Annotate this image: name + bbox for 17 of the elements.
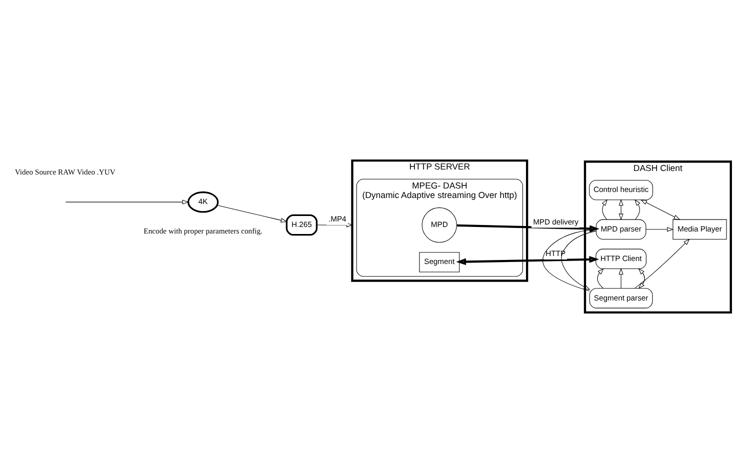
label: Encode with proper parameters config. [144, 226, 262, 236]
arrow [634, 199, 640, 220]
arrow [646, 227, 674, 232]
arrow [456, 224, 600, 232]
arrow [640, 200, 680, 220]
arrow [597, 268, 604, 289]
arrow [638, 268, 645, 289]
arrow [634, 238, 690, 289]
arrow [456, 256, 600, 266]
arrow [602, 199, 608, 220]
label: Video Source RAW Video .YUV [14, 168, 116, 177]
arrow [618, 268, 624, 289]
arrow [65, 200, 189, 204]
arrow [216, 204, 288, 222]
arrow [316, 222, 354, 228]
arrow [618, 199, 624, 220]
arrow [561, 230, 596, 290]
